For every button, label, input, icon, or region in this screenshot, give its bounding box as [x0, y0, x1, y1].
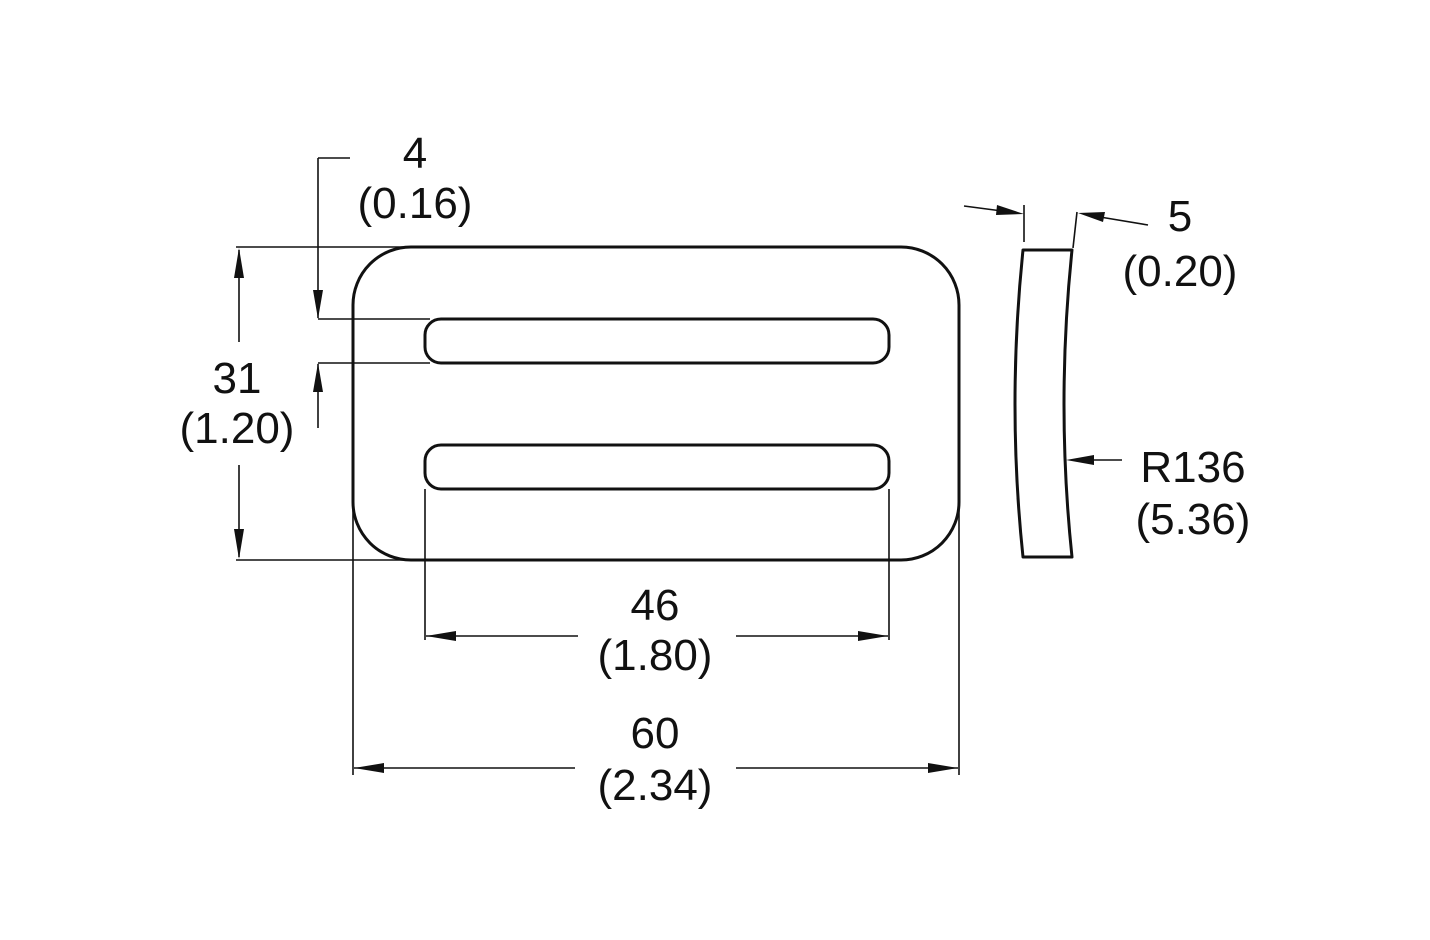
arrowhead	[234, 529, 244, 559]
buckle-outline	[351, 245, 961, 562]
height-dimension: 31 (1.20)	[180, 246, 440, 561]
overall-width-dimension: 60 (2.34)	[352, 500, 960, 810]
slot-offset-inch-label: (0.16)	[358, 179, 473, 228]
arrowhead	[996, 205, 1024, 215]
lower-slot	[423, 443, 891, 491]
arrowhead	[354, 763, 384, 773]
radius-mm-label: R136	[1140, 443, 1245, 492]
arrowhead	[858, 631, 888, 641]
slot-offset-dimension: 4 (0.16)	[313, 129, 472, 428]
height-mm-label: 31	[213, 354, 262, 403]
arrowhead	[1066, 455, 1094, 465]
radius-dimension: R136 (5.36)	[1066, 443, 1250, 544]
upper-slot	[423, 317, 891, 365]
height-inch-label: (1.20)	[180, 404, 295, 453]
overall-width-mm-label: 60	[631, 709, 680, 758]
side-profile	[1013, 248, 1074, 559]
arrowhead	[928, 763, 958, 773]
thickness-inch-label: (0.20)	[1123, 247, 1238, 296]
slot-offset-mm-label: 4	[403, 129, 427, 178]
buckle-side-view	[1013, 248, 1074, 559]
radius-inch-label: (5.36)	[1136, 495, 1251, 544]
thickness-mm-label: 5	[1168, 192, 1192, 241]
arrowhead	[1078, 212, 1105, 222]
buckle-front-view	[351, 245, 961, 562]
arrowhead	[426, 631, 456, 641]
arrowhead	[313, 290, 323, 319]
thickness-dimension: 5 (0.20)	[963, 192, 1238, 296]
slot-length-dimension: 46 (1.80)	[424, 489, 890, 680]
arrowhead	[234, 248, 244, 278]
arrowhead	[313, 363, 323, 392]
slot-length-inch-label: (1.80)	[598, 631, 713, 680]
slot-length-mm-label: 46	[631, 581, 680, 630]
overall-width-inch-label: (2.34)	[598, 761, 713, 810]
